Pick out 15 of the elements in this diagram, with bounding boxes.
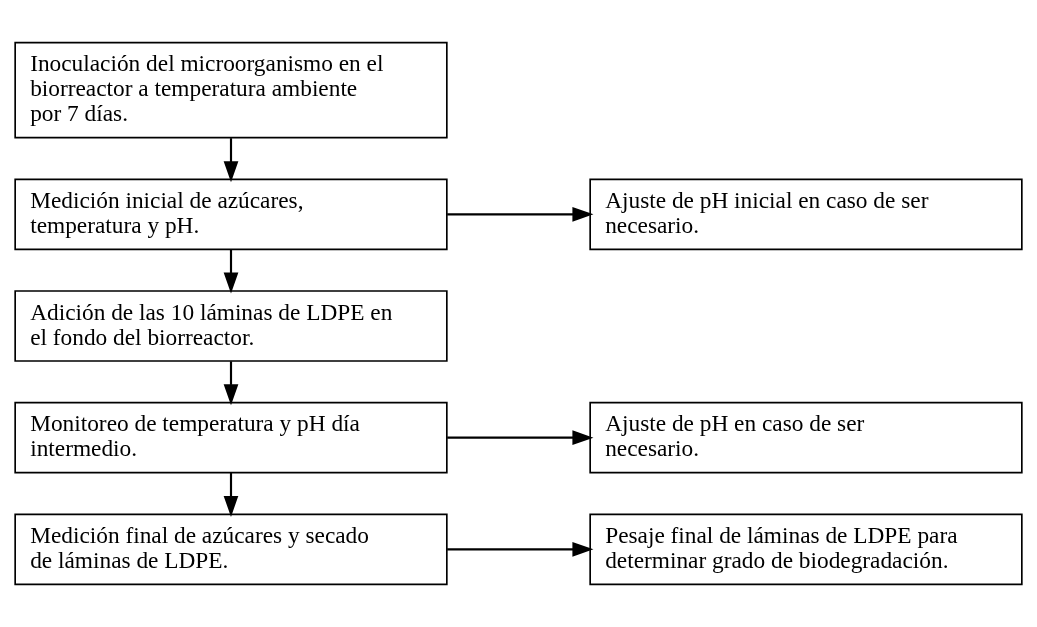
- node-box: Medición final de azúcares y secado de láminas de LDPE.: [14, 513, 448, 586]
- arrow: [447, 206, 594, 222]
- node-box: Inoculación del microorganismo en el biorreactor a temperatura ambiente por 7 días.: [14, 41, 448, 139]
- arrow: [223, 473, 239, 517]
- node-box: Ajuste de pH en caso de ser necesario.: [589, 401, 1023, 474]
- arrow: [447, 541, 594, 557]
- arrow: [223, 249, 239, 294]
- node-box: Monitoreo de temperatura y pH día intermedio.: [14, 401, 448, 474]
- node-box: Medición inicial de azúcares, temperatura y pH.: [14, 178, 448, 251]
- node-box: Adición de las 10 láminas de LDPE en el fondo del biorreactor.: [14, 290, 448, 362]
- node-box: Ajuste de pH inicial en caso de ser necesario.: [589, 178, 1023, 251]
- arrow: [223, 361, 239, 406]
- arrow: [223, 138, 239, 183]
- arrow: [447, 430, 594, 446]
- node-box: Pesaje final de láminas de LDPE para determinar grado de biodegradación.: [589, 513, 1023, 586]
